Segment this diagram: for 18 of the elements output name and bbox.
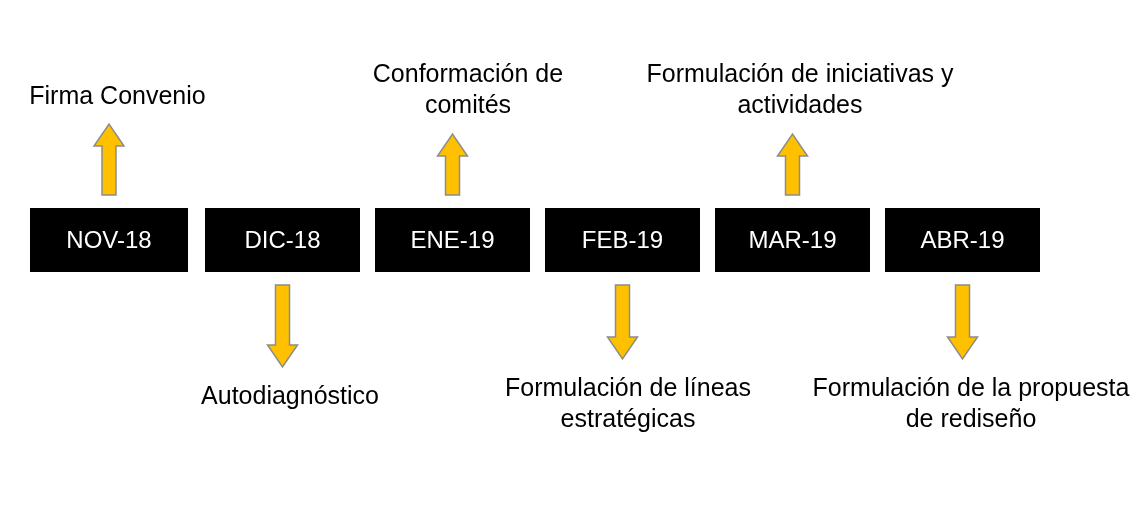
date-box: NOV-18 [30,208,188,272]
milestone-text: Autodiagnóstico [160,380,420,412]
block-arrow [92,122,126,196]
date-box: FEB-19 [545,208,700,272]
block-arrow [946,284,979,361]
block-arrow [606,284,639,361]
date-box: ABR-19 [885,208,1040,272]
date-box: ENE-19 [375,208,530,272]
block-arrow [436,132,469,196]
block-arrow [776,132,809,196]
milestone-text: Formulación de iniciativas y actividades [635,58,965,121]
date-box: DIC-18 [205,208,360,272]
date-box: MAR-19 [715,208,870,272]
milestone-text: Formulación de líneas estratégicas [503,372,753,435]
milestone-text: Firma Convenio [0,80,235,112]
block-arrow [266,284,299,369]
milestone-text: Conformación de comités [338,58,598,121]
milestone-text: Formulación de la propuesta de rediseño [810,372,1132,435]
